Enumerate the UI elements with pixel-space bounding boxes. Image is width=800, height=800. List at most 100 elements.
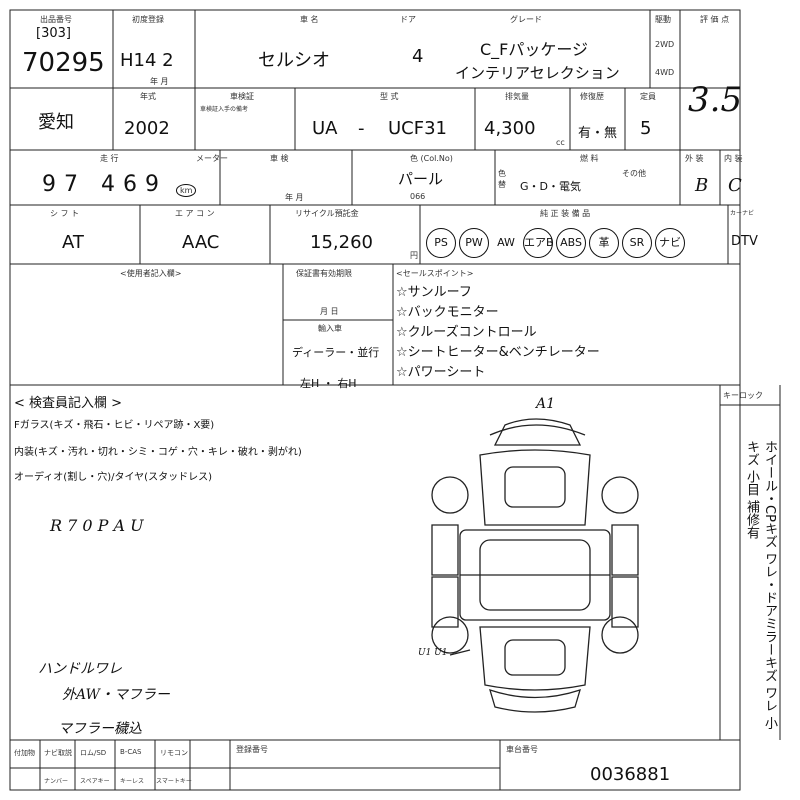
mileage-unit: km — [176, 184, 197, 197]
sales-point: ☆パワーシート — [396, 365, 486, 380]
grade-line1: C_Fパッケージ — [480, 40, 589, 59]
mileage-label: 走 行 — [100, 154, 119, 163]
seats: 5 — [640, 118, 652, 139]
seats-label: 定員 — [640, 92, 656, 101]
mileage: 97 469 — [42, 172, 167, 197]
recycle-label: リサイクル預託金 — [295, 209, 359, 218]
color-change-label: 色替 — [498, 169, 506, 189]
interior: C — [728, 175, 742, 196]
first-reg-unit: 年 月 — [150, 77, 169, 86]
equipment-item: 革 — [589, 228, 619, 258]
equipment-item: AW — [497, 236, 515, 249]
color: パール — [398, 170, 444, 188]
lot-prefix: [303] — [36, 26, 71, 41]
score: 3.5 — [688, 80, 743, 120]
stamp-note: 車検証入手の備考 — [200, 106, 249, 113]
hand-note-1: R 7 0 P A U — [50, 516, 144, 535]
type-prefix: UA — [312, 118, 338, 139]
color-no: 066 — [410, 192, 426, 201]
displacement-label: 排気量 — [505, 92, 529, 101]
grade-label: グレード — [510, 15, 542, 24]
sales-label: <セールスポイント> — [396, 269, 474, 278]
fuel-label: 燃 料 — [580, 154, 599, 163]
year: 2002 — [124, 118, 170, 139]
diagram-mark-a1: A1 — [536, 396, 556, 412]
sales-point: ☆サンルーフ — [396, 285, 472, 300]
footer-col: B-CAS — [120, 748, 142, 756]
recycle-unit: 円 — [410, 251, 418, 260]
footer-col: ロム/SD — [80, 749, 107, 757]
region: 愛知 — [38, 112, 74, 133]
recycle: 15,260 — [310, 232, 373, 253]
year-label: 年式 — [140, 92, 156, 101]
fuel-other: その他 — [622, 169, 646, 178]
stamp-label: 車検証 — [230, 92, 254, 101]
inspection-label: 車 検 — [270, 154, 289, 163]
hand-note-2: ハンドルワレ — [38, 661, 122, 677]
inspection-glass: Fガラス(キズ・飛石・ヒビ・リペア跡・X要) — [14, 420, 215, 431]
footer-col: 付加物 — [14, 749, 35, 757]
car-name-label: 車 名 — [300, 15, 319, 24]
diagram-mark-u1: U1 U1 — [418, 648, 448, 658]
equipment-item: SR — [622, 228, 652, 258]
warranty-unit: 月 日 — [320, 307, 339, 316]
lot-number: 70295 — [22, 48, 105, 78]
type-dash: - — [358, 118, 365, 139]
exterior: B — [695, 175, 709, 196]
ac: AAC — [182, 232, 220, 253]
fuel-value: G・D・電気 — [520, 180, 581, 193]
sales-point: ☆シートヒーター&ベンチレーター — [396, 345, 600, 360]
history-value: 有・無 — [578, 126, 618, 141]
sales-points: ☆サンルーフ ☆バックモニター ☆クルーズコントロール ☆シートヒーター&ベンチ… — [396, 283, 600, 383]
displacement: 4,300 — [484, 118, 536, 139]
equipment-item: エアB — [523, 228, 554, 258]
score-label: 評 価 点 — [700, 15, 730, 24]
chassis: 0036881 — [590, 764, 671, 785]
chassis-label: 車台番号 — [506, 745, 538, 754]
footer-col2: スマートキー — [156, 778, 192, 785]
doors-label: ドア — [400, 15, 416, 24]
type-label: 型 式 — [380, 92, 399, 101]
footer-col2: キーレス — [120, 778, 145, 785]
mileage-meter-label: メーター — [196, 154, 228, 163]
sales-point: ☆クルーズコントロール — [396, 325, 537, 340]
footer-col2: スペアキー — [80, 778, 110, 785]
grade-line2: インテリアセレクション — [455, 64, 620, 82]
car-name: セルシオ — [258, 50, 330, 71]
side-vertical-text: ホイール・CPキズ ワレ・ドアミラーキズ ワレ 小キズ 小目 補修有 — [744, 440, 777, 730]
history-label: 修復歴 — [580, 92, 604, 101]
footer-col: ナビ取説 — [44, 749, 72, 757]
interior-label: 内 装 — [724, 154, 743, 163]
hand-note-3: 外AW・マフラー — [62, 687, 170, 703]
owner-label: <使用者記入欄> — [120, 269, 182, 278]
keys-label: キーロック — [723, 391, 763, 400]
warranty-label: 保証書有効期限 — [296, 269, 352, 278]
equipment-label: 純 正 装 備 品 — [540, 209, 591, 218]
import-label: 輸入車 — [318, 324, 342, 333]
extra: DTV — [731, 234, 758, 249]
first-reg-label: 初度登録 — [132, 15, 164, 24]
inspection-title: < 検査員記入欄 > — [14, 396, 123, 411]
drive-4wd: 4WD — [655, 68, 675, 77]
color-label: 色 (Col.No) — [410, 154, 453, 163]
shift-label: シ フ ト — [50, 209, 80, 218]
type-code: UCF31 — [388, 118, 448, 139]
lot-label: 出品番号 — [40, 15, 72, 24]
footer-col: リモコン — [160, 749, 188, 757]
first-reg-value: H14 2 — [120, 50, 174, 71]
sales-point: ☆バックモニター — [396, 305, 499, 320]
inspection-interior: 内装(キズ・汚れ・切れ・シミ・コゲ・穴・キレ・破れ・剥がれ) — [14, 447, 302, 458]
doors: 4 — [412, 46, 424, 67]
equipment-item: ABS — [556, 228, 586, 258]
equipment-item: PS — [426, 228, 456, 258]
drive-2wd: 2WD — [655, 40, 675, 49]
shift: AT — [62, 232, 84, 253]
import-value: ディーラー・並行 — [292, 346, 380, 359]
inspection-audio: オーディオ(割し・穴)/タイヤ(スタッドレス) — [14, 472, 212, 483]
exterior-label: 外 装 — [685, 154, 704, 163]
hand-note-4: マフラー穢込 — [58, 721, 142, 737]
ac-label: エ ア コ ン — [175, 209, 215, 218]
